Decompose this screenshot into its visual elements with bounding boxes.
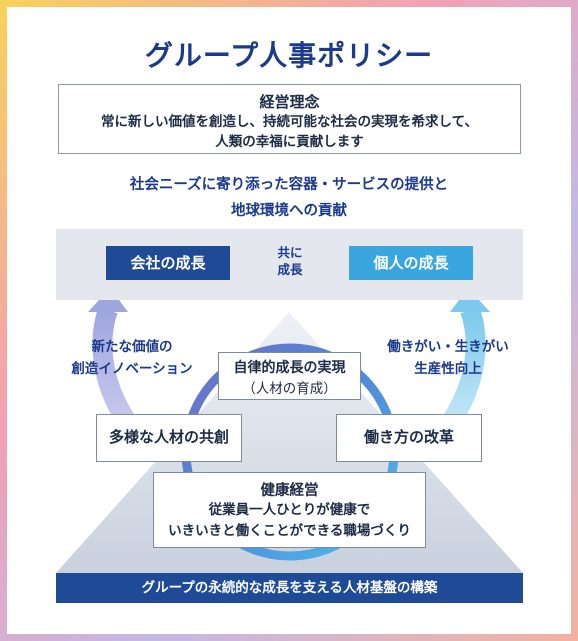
health-line-2: いきいきと働くことができる職場づくり	[168, 523, 411, 539]
health-line-1: 従業員一人ひとりが健康で	[208, 502, 371, 518]
philosophy-line-1: 常に新しい価値を創造し、持続可能な社会の実現を希求して、	[101, 114, 478, 130]
left-curve-arrow-head	[88, 288, 128, 312]
motivation-line-1: 働きがい・生きがい	[387, 339, 509, 355]
autonomous-line-2: （人材の育成）	[242, 381, 337, 397]
work-reform-card: 働き方の改革	[336, 414, 482, 462]
health-management-card: 健康経営 従業員一人ひとりが健康で いきいきと働くことができる職場づくり	[153, 472, 426, 548]
together-line-1: 共に	[277, 245, 303, 260]
together-growth-label: 共に 成長	[268, 244, 312, 278]
innovation-line-2: 創造イノベーション	[71, 361, 193, 377]
motivation-label: 働きがい・生きがい 生産性向上	[378, 336, 518, 380]
autonomous-growth-card: 自律的成長の実現 （人材の育成）	[218, 352, 361, 400]
motivation-line-2: 生産性向上	[414, 361, 482, 377]
health-heading: 健康経営	[260, 483, 319, 499]
philosophy-box: 経営理念 常に新しい価値を創造し、持続可能な社会の実現を希求して、 人類の幸福に…	[58, 84, 521, 154]
company-growth-box: 会社の成長	[106, 246, 230, 280]
foundation-bar: グループの永続的な成長を支える人材基盤の構築	[56, 573, 523, 603]
philosophy-line-2: 人類の幸福に貢献します	[215, 134, 364, 150]
individual-growth-box: 個人の成長	[349, 246, 473, 280]
philosophy-heading: 経営理念	[259, 93, 320, 111]
mission-line-1: 社会ニーズに寄り添った容器・サービスの提供と	[129, 177, 449, 193]
mission-text: 社会ニーズに寄り添った容器・サービスの提供と 地球環境への貢献	[0, 172, 578, 224]
together-line-2: 成長	[277, 262, 303, 277]
autonomous-line-1: 自律的成長の実現	[233, 360, 346, 376]
mission-line-2: 地球環境への貢献	[231, 203, 347, 219]
diversity-card: 多様な人材の共創	[96, 414, 242, 462]
right-curve-arrow-body	[443, 306, 486, 426]
innovation-label: 新たな価値の 創造イノベーション	[62, 336, 202, 380]
left-curve-arrow-body	[92, 306, 135, 426]
innovation-line-1: 新たな価値の	[91, 339, 173, 355]
right-curve-arrow-head	[450, 288, 490, 312]
page-title: グループ人事ポリシー	[144, 39, 434, 72]
